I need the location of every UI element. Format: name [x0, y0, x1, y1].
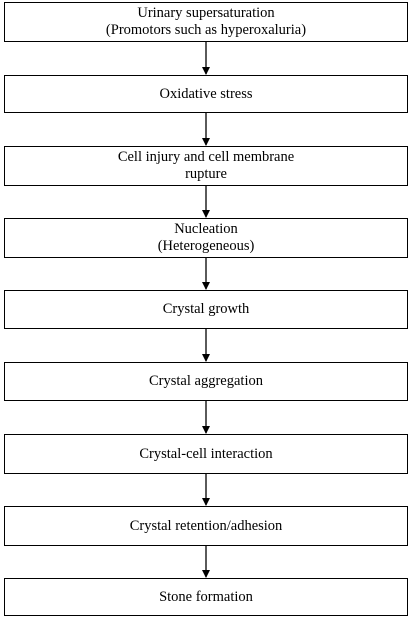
step-label: Urinary supersaturation [137, 5, 275, 21]
step-oxidative-stress: Oxidative stress [4, 75, 408, 113]
step-label: (Heterogeneous) [157, 238, 255, 254]
step-label: Crystal retention/adhesion [129, 517, 283, 534]
step-label: Stone formation [159, 588, 253, 605]
step-crystal-growth: Crystal growth [4, 290, 408, 329]
step-label: rupture [185, 166, 227, 182]
step-urinary-supersaturation: Urinary supersaturation (Promotors such … [4, 2, 408, 42]
step-label: Oxidative stress [159, 85, 253, 102]
step-label: Crystal-cell interaction [139, 445, 273, 462]
step-stone-formation: Stone formation [4, 578, 408, 616]
step-cell-injury: Cell injury and cell membrane rupture [4, 146, 408, 186]
step-label: Cell injury and cell membrane [117, 149, 295, 165]
step-label: Nucleation [174, 221, 238, 237]
step-crystal-retention: Crystal retention/adhesion [4, 506, 408, 546]
step-label: Crystal aggregation [149, 373, 263, 389]
step-crystal-cell-interaction: Crystal-cell interaction [4, 434, 408, 474]
step-label: (Promotors such as hyperoxaluria) [105, 22, 307, 38]
step-crystal-aggregation: Crystal aggregation [4, 362, 408, 401]
step-nucleation: Nucleation (Heterogeneous) [4, 218, 408, 258]
step-label: Crystal growth [162, 301, 250, 317]
